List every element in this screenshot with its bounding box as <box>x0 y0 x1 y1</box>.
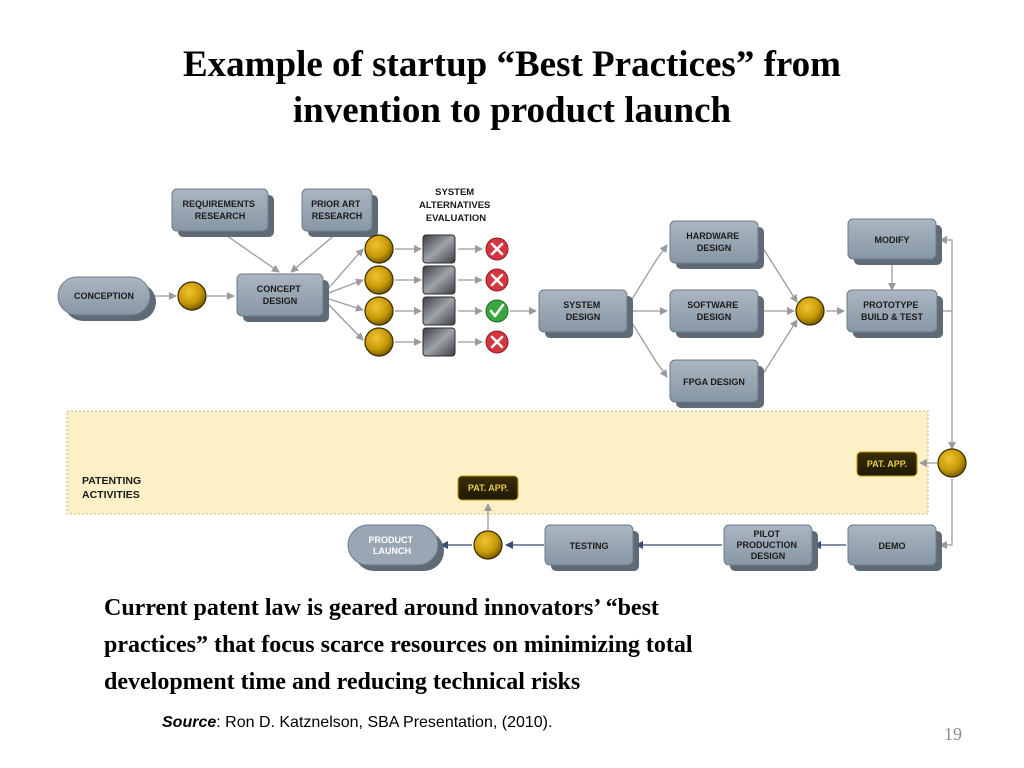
body-line-3: development time and reducing technical … <box>104 669 581 695</box>
decision-node <box>795 296 825 326</box>
source-label: Source <box>162 714 217 731</box>
decision-node <box>364 265 394 295</box>
box-testing: TESTING <box>544 524 639 571</box>
decision-nodes <box>177 234 967 560</box>
box-prior-art-research: PRIOR ART RESEARCH <box>301 188 378 237</box>
box-conception-label: CONCEPTION <box>74 291 134 301</box>
box-requirements-research: REQUIREMENTS RESEARCH <box>171 188 274 237</box>
box-system-design: SYSTEM DESIGN <box>538 289 633 338</box>
box-hardware-design: HARDWARE DESIGN <box>669 220 764 269</box>
system-alternatives-label: SYSTEM ALTERNATIVES EVALUATION <box>419 187 493 224</box>
decision-node <box>364 327 394 357</box>
box-demo: DEMO <box>847 524 942 571</box>
decision-node <box>364 234 394 264</box>
decision-node <box>937 448 967 478</box>
reject-icon <box>485 237 509 261</box>
evaluation-square <box>422 296 456 326</box>
decision-node <box>364 296 394 326</box>
box-concept-design: CONCEPT DESIGN <box>236 273 329 322</box>
decision-node <box>177 281 207 311</box>
connectors <box>150 232 956 549</box>
slide-title: Example of startup “Best Practices” from… <box>0 42 1024 134</box>
box-pilot-production-design: PILOT PRODUCTION DESIGN <box>723 524 818 571</box>
box-product-launch: PRODUCT LAUNCH <box>347 524 444 571</box>
body-line-2: practices” that focus scarce resources o… <box>104 632 693 658</box>
reject-icon <box>485 268 509 292</box>
evaluation-square <box>422 265 456 295</box>
slide-title-line-1: Example of startup “Best Practices” from <box>183 44 841 85</box>
box-fpga-design: FPGA DESIGN <box>669 359 764 408</box>
reject-icon <box>485 330 509 354</box>
box-hardware-design-label: HARDWARE DESIGN <box>686 231 742 253</box>
box-testing-label: TESTING <box>569 541 608 551</box>
box-requirements-label: REQUIREMENTS RESEARCH <box>182 199 257 221</box>
box-system-design-label: SYSTEM DESIGN <box>563 300 603 322</box>
patent-application-box: PAT. APP. <box>856 451 918 477</box>
decision-node <box>473 530 503 560</box>
box-modify-label: MODIFY <box>875 235 910 245</box>
box-product-launch-label: PRODUCT LAUNCH <box>368 535 415 556</box>
box-software-design-label: SOFTWARE DESIGN <box>687 300 741 322</box>
box-modify: MODIFY <box>847 218 942 265</box>
page-number: 19 <box>944 724 962 744</box>
evaluation-squares <box>422 234 456 357</box>
box-prototype: PROTOTYPE BUILD & TEST <box>846 289 943 338</box>
box-fpga-design-label: FPGA DESIGN <box>683 377 745 387</box>
box-software-design: SOFTWARE DESIGN <box>669 289 764 338</box>
slide-title-line-2: invention to product launch <box>292 90 732 131</box>
box-pilot-label: PILOT PRODUCTION DESIGN <box>736 529 799 561</box>
box-prototype-label: PROTOTYPE BUILD & TEST <box>861 300 924 322</box>
body-line-1: Current patent law is geared around inno… <box>104 595 659 621</box>
patenting-label: PATENTING ACTIVITIES <box>82 475 144 501</box>
box-conception: CONCEPTION <box>57 276 156 321</box>
box-prior-art-label: PRIOR ART RESEARCH <box>311 199 363 221</box>
evaluation-square <box>422 327 456 357</box>
body-text: Current patent law is geared around inno… <box>104 590 924 701</box>
accept-check-icon <box>485 299 509 323</box>
patent-application-label: PAT. APP. <box>468 483 508 493</box>
evaluation-square <box>422 234 456 264</box>
box-demo-label: DEMO <box>879 541 906 551</box>
source-citation: Source: Ron D. Katznelson, SBA Presentat… <box>162 714 552 732</box>
source-text: : Ron D. Katznelson, SBA Presentation, (… <box>216 714 553 731</box>
patent-application-box: PAT. APP. <box>457 475 519 501</box>
box-concept-design-label: CONCEPT DESIGN <box>257 284 304 306</box>
patent-application-label: PAT. APP. <box>867 459 907 469</box>
